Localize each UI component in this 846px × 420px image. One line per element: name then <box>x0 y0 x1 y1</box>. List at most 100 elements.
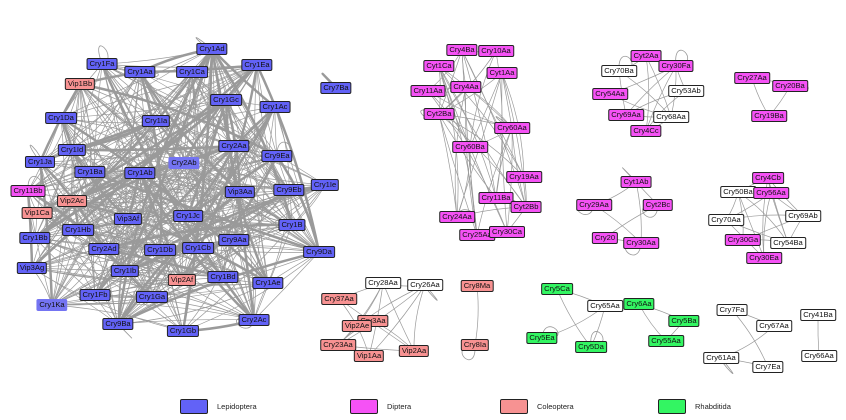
node-vip1bb[interactable]: Vip1Bb <box>64 78 96 90</box>
node-cry60ba[interactable]: Cry60Ba <box>452 141 488 153</box>
node-cry27aa[interactable]: Cry27Aa <box>734 72 770 84</box>
node-cry30ca[interactable]: Cry30Ca <box>489 226 525 238</box>
node-cry4ba[interactable]: Cry4Ba <box>446 44 478 56</box>
node-cry70aa[interactable]: Cry70Aa <box>708 214 744 226</box>
node-cry70ba[interactable]: Cry70Ba <box>601 65 637 77</box>
node-cry4cc[interactable]: Cry4Cc <box>630 125 662 137</box>
node-cry1ca[interactable]: Cry1Ca <box>176 66 208 78</box>
node-cry1ba[interactable]: Cry1Ba <box>74 166 106 178</box>
node-cry56aa[interactable]: Cry56Aa <box>753 187 789 199</box>
node-vip2aa[interactable]: Vip2Aa <box>398 345 430 357</box>
node-cry9aa[interactable]: Cry9Aa <box>218 234 250 246</box>
node-vip3ag[interactable]: Vip3Ag <box>16 262 48 274</box>
node-cry9eb[interactable]: Cry9Eb <box>273 184 305 196</box>
node-cry30ea[interactable]: Cry30Ea <box>746 252 782 264</box>
node-vip2af[interactable]: Vip2Af <box>167 274 197 286</box>
node-cry1ea[interactable]: Cry1Ea <box>241 59 273 71</box>
node-cyt2aa[interactable]: Cyt2Aa <box>630 50 662 62</box>
node-cyt2bb[interactable]: Cyt2Bb <box>510 201 542 213</box>
node-cry24aa[interactable]: Cry24Aa <box>439 211 475 223</box>
node-cry26aa[interactable]: Cry26Aa <box>407 279 443 291</box>
node-cry7fa[interactable]: Cry7Fa <box>716 304 748 316</box>
node-cry50ba[interactable]: Cry50Ba <box>720 186 756 198</box>
node-vip3aa[interactable]: Vip3Aa <box>224 186 256 198</box>
node-cry69ab[interactable]: Cry69Ab <box>785 210 821 222</box>
node-cry1ia[interactable]: Cry1Ia <box>141 115 171 127</box>
node-vip2ae[interactable]: Vip2Ae <box>341 320 373 332</box>
node-cry37aa[interactable]: Cry37Aa <box>321 293 357 305</box>
node-cry1ie[interactable]: Cry1Ie <box>310 179 340 191</box>
node-cry53ab[interactable]: Cry53Ab <box>668 85 704 97</box>
node-cry29aa[interactable]: Cry29Aa <box>576 199 612 211</box>
node-cry30fa[interactable]: Cry30Fa <box>658 60 694 72</box>
node-cry1ab[interactable]: Cry1Ab <box>124 167 156 179</box>
node-cry25aa[interactable]: Cry25Aa <box>459 229 495 241</box>
node-cry28aa[interactable]: Cry28Aa <box>365 277 401 289</box>
node-cry8ma[interactable]: Cry8Ma <box>460 280 494 292</box>
node-vip1ca[interactable]: Vip1Ca <box>21 207 53 219</box>
node-cry66aa[interactable]: Cry66Aa <box>801 350 837 362</box>
node-cry7ea[interactable]: Cry7Ea <box>752 361 784 373</box>
node-cry65aa[interactable]: Cry65Aa <box>587 300 623 312</box>
node-cry1ib[interactable]: Cry1Ib <box>110 265 140 277</box>
node-cry9ba[interactable]: Cry9Ba <box>102 318 134 330</box>
node-vip2ac[interactable]: Vip2Ac <box>57 195 87 207</box>
node-cry1ae[interactable]: Cry1Ae <box>252 277 284 289</box>
node-cry1b[interactable]: Cry1B <box>278 219 306 231</box>
node-cyt1ab[interactable]: Cyt1Ab <box>620 176 652 188</box>
node-cry68aa[interactable]: Cry68Aa <box>653 111 689 123</box>
node-cry1ka[interactable]: Cry1Ka <box>36 299 68 311</box>
node-cyt2ba[interactable]: Cyt2Ba <box>423 108 455 120</box>
node-cry19aa[interactable]: Cry19Aa <box>506 171 542 183</box>
node-cry5da[interactable]: Cry5Da <box>575 341 607 353</box>
node-cry20[interactable]: Cry20 <box>591 232 619 244</box>
node-cry20ba[interactable]: Cry20Ba <box>772 80 808 92</box>
node-cry8ia[interactable]: Cry8Ia <box>460 339 490 351</box>
node-cry6aa[interactable]: Cry6Aa <box>623 298 655 310</box>
node-cry30ga[interactable]: Cry30Ga <box>724 234 762 246</box>
node-cyt1ca[interactable]: Cyt1Ca <box>423 60 455 72</box>
node-cry1bb[interactable]: Cry1Bb <box>19 232 51 244</box>
node-cry41ba[interactable]: Cry41Ba <box>800 309 836 321</box>
node-cry1fa[interactable]: Cry1Fa <box>86 58 118 70</box>
node-cry11aa[interactable]: Cry11Aa <box>410 85 446 97</box>
node-cry69aa[interactable]: Cry69Aa <box>608 109 644 121</box>
node-cry1db[interactable]: Cry1Db <box>144 244 176 256</box>
node-cyt1aa[interactable]: Cyt1Aa <box>486 67 518 79</box>
node-cry67aa[interactable]: Cry67Aa <box>756 320 792 332</box>
node-cry1gc[interactable]: Cry1Gc <box>210 94 242 106</box>
node-cry2ab[interactable]: Cry2Ab <box>168 157 200 169</box>
node-cry54ba[interactable]: Cry54Ba <box>770 237 806 249</box>
node-cry1ja[interactable]: Cry1Ja <box>24 156 56 168</box>
node-cry7ba[interactable]: Cry7Ba <box>320 82 352 94</box>
node-cry2aa[interactable]: Cry2Aa <box>218 140 250 152</box>
node-cry1da[interactable]: Cry1Da <box>45 112 77 124</box>
node-cry10aa[interactable]: Cry10Aa <box>478 45 514 57</box>
node-cry1cb[interactable]: Cry1Cb <box>182 242 214 254</box>
node-cry9ea[interactable]: Cry9Ea <box>261 150 293 162</box>
node-cyt2bc[interactable]: Cyt2Bc <box>642 199 674 211</box>
node-cry1ac[interactable]: Cry1Ac <box>259 101 291 113</box>
node-cry30aa[interactable]: Cry30Aa <box>623 237 659 249</box>
node-cry60aa[interactable]: Cry60Aa <box>494 122 530 134</box>
node-cry1ga[interactable]: Cry1Ga <box>135 291 169 303</box>
node-cry5ea[interactable]: Cry5Ea <box>526 332 558 344</box>
node-cry1gb[interactable]: Cry1Gb <box>166 325 200 337</box>
node-cry5ba[interactable]: Cry5Ba <box>668 315 700 327</box>
node-cry5ca[interactable]: Cry5Ca <box>541 283 573 295</box>
node-cry11bb[interactable]: Cry11Bb <box>10 185 46 197</box>
node-cry1aa[interactable]: Cry1Aa <box>124 66 156 78</box>
node-cry1jc[interactable]: Cry1Jc <box>173 210 203 222</box>
node-cry1hb[interactable]: Cry1Hb <box>62 224 94 236</box>
node-cry19ba[interactable]: Cry19Ba <box>751 110 787 122</box>
node-cry4cb[interactable]: Cry4Cb <box>752 172 784 184</box>
node-cry1bd[interactable]: Cry1Bd <box>207 271 239 283</box>
node-vip3af[interactable]: Vip3Af <box>113 213 143 225</box>
node-cry11ba[interactable]: Cry11Ba <box>478 192 514 204</box>
node-cry23aa[interactable]: Cry23Aa <box>320 339 356 351</box>
node-cry2ad[interactable]: Cry2Ad <box>88 243 120 255</box>
node-cry54aa[interactable]: Cry54Aa <box>592 88 628 100</box>
node-cry9da[interactable]: Cry9Da <box>303 246 335 258</box>
node-cry1id[interactable]: Cry1Id <box>57 144 87 156</box>
node-cry61aa[interactable]: Cry61Aa <box>703 352 739 364</box>
